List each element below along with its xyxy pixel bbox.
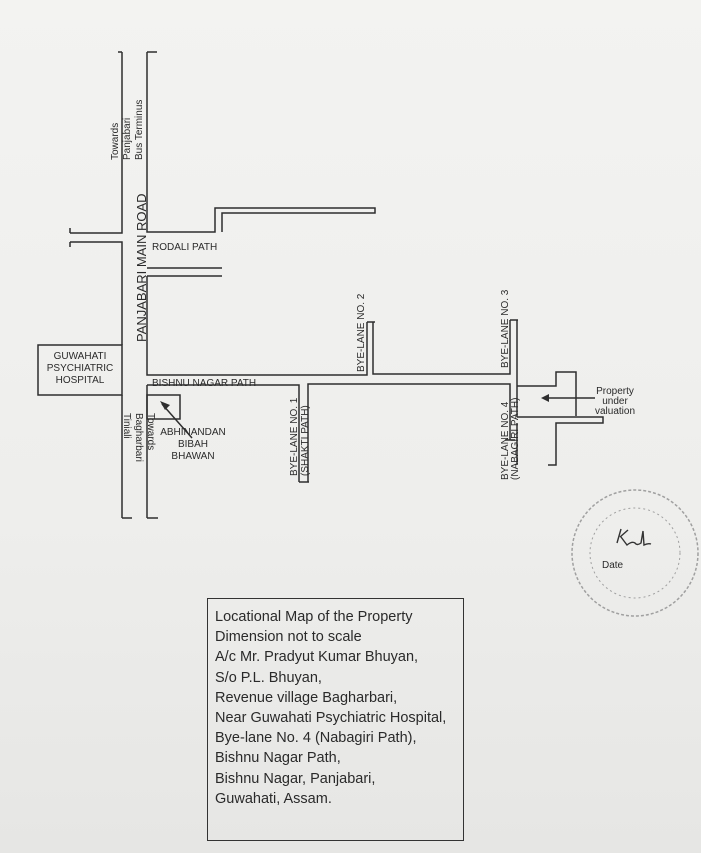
svg-text:GUWAHATI: GUWAHATI (54, 351, 107, 362)
bhawan-arrow (161, 403, 193, 439)
svg-text:Panjabari: Panjabari (122, 118, 133, 160)
legend-line: Revenue village Bagharbari, (215, 689, 398, 706)
svg-text:HOSPITAL: HOSPITAL (56, 375, 105, 386)
towards-south-label: Tiniali Bagharbari Towards (121, 413, 156, 462)
svg-text:Tiniali: Tiniali (121, 413, 132, 439)
svg-text:PSYCHIATRIC: PSYCHIATRIC (47, 363, 114, 374)
hospital-label: GUWAHATI PSYCHIATRIC HOSPITAL (47, 351, 114, 386)
hospital-box (37, 344, 123, 396)
arrow-head-icon (541, 394, 549, 402)
bye-lane-1-label: BYE-LANE NO. 1 (SHAKTI PATH) (289, 397, 311, 476)
signature (616, 528, 652, 547)
svg-text:(NABAGIRI PATH): (NABAGIRI PATH) (510, 398, 521, 480)
road-end-caps (69, 51, 518, 519)
bye-lane-3-label: BYE-LANE NO. 3 (500, 289, 511, 368)
legend-line: Guwahati, Assam. (215, 790, 332, 807)
legend-title: Locational Map of the Property (215, 609, 413, 625)
towards-north-label: Towards Panjabari Bus Terminus (110, 100, 145, 160)
svg-text:BIBAH: BIBAH (178, 439, 208, 450)
bye-lane-2-label: BYE-LANE NO. 2 (356, 293, 367, 372)
main-road-label: PANJABARI MAIN ROAD (134, 193, 149, 342)
bhawan-box (146, 394, 181, 420)
main-road-right-edge (146, 52, 518, 385)
legend-line: Near Guwahati Psychiatric Hospital, (215, 710, 447, 727)
svg-text:Towards: Towards (110, 123, 121, 160)
svg-text:Bagharbari: Bagharbari (133, 413, 144, 462)
svg-text:under: under (602, 396, 628, 407)
roads (37, 51, 604, 519)
property-roads (516, 371, 604, 466)
bye-lane-4-label: BYE-LANE NO. 4 (NABAGIRI PATH) (500, 398, 521, 480)
svg-text:Towards: Towards (145, 413, 156, 450)
bishnu-nagar-path-label: BISHNU NAGAR PATH (152, 378, 256, 389)
legend-line: Bishnu Nagar Path, (215, 750, 341, 767)
svg-text:BYE-LANE NO. 1: BYE-LANE NO. 1 (289, 397, 300, 476)
svg-text:BHAWAN: BHAWAN (171, 451, 214, 462)
legend-line: A/c Mr. Pradyut Kumar Bhuyan, (215, 649, 419, 666)
svg-text:(SHAKTI PATH): (SHAKTI PATH) (300, 405, 311, 476)
svg-text:ABHINANDAN: ABHINANDAN (160, 427, 226, 438)
legend-line: Bye-lane No. 4 (Nabagiri Path), (215, 730, 417, 747)
rodali-path-label: RODALI PATH (152, 242, 217, 253)
arrow-head-icon (160, 401, 170, 410)
property-label: Property under valuation (595, 386, 635, 417)
svg-text:Date: Date (602, 560, 624, 571)
svg-text:Bus Terminus: Bus Terminus (134, 100, 145, 160)
legend-line: Dimension not to scale (215, 629, 362, 646)
svg-text:valuation: valuation (595, 406, 635, 417)
main-road-left-edge (70, 52, 123, 518)
legend-box: Locational Map of the Property Dimension… (207, 598, 464, 841)
bhawan-label: ABHINANDAN BIBAH BHAWAN (160, 427, 226, 462)
legend-line: S/o P.L. Bhuyan, (215, 669, 322, 686)
svg-text:BYE-LANE NO. 4: BYE-LANE NO. 4 (500, 401, 511, 480)
seal-stamp: Date (571, 489, 699, 617)
legend-line: Bishnu Nagar, Panjabari, (215, 770, 376, 787)
svg-text:Property: Property (596, 386, 634, 397)
